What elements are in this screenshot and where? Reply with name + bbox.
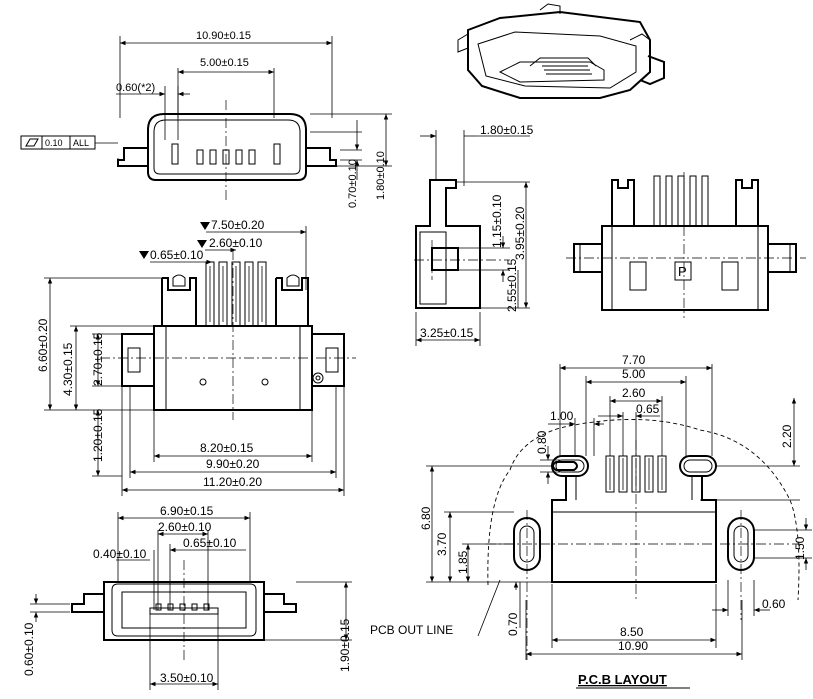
front-pins-span-dim: 7.50±0.20 [211,218,265,232]
side-total-dim: 3.95±0.20 [513,206,527,260]
pcb-dim-370: 3.70 [435,532,449,556]
flatness-ref: ALL [73,138,89,148]
isometric-view [457,3,665,99]
side-view: 1.80±0.15 1.15±0.10 3.95±0.20 2.55±0.15 … [414,123,534,346]
front-body-width-dim: 8.20±0.15 [200,441,254,455]
front-pin-width-dim: 0.65±0.10 [150,248,204,262]
pcb-dim-150: 1.50 [793,536,807,560]
bottom-height-dim: 1.90±0.15 [338,618,352,672]
pcb-dim-500: 5.00 [622,367,646,381]
top-width-dim: 10.90±0.15 [196,30,251,42]
pcb-dim-060: 0.60 [762,597,786,611]
pcb-dim-080: 0.80 [535,430,549,454]
top-height-dim: 1.80±0.10 [375,151,387,200]
bottom-pin-pitch-dim: 0.65±0.10 [183,536,237,550]
pcb-dim-065: 0.65 [636,402,660,416]
bottom-pitch-dim: 2.60±0.10 [158,520,212,534]
front-height-dim: 6.60±0.20 [36,318,50,372]
front-width-dim: 9.90±0.20 [206,457,260,471]
side-depth-dim: 3.25±0.15 [420,326,474,340]
pcb-dim-1090: 10.90 [618,639,648,653]
top-view: 10.90±0.15 5.00±0.15 0.60(*2) 0.10 ALL [20,30,392,208]
pcb-dim-070: 0.70 [506,612,520,636]
pcb-dim-100: 1.00 [550,409,574,423]
front-overall-width-dim: 11.20±0.20 [203,475,262,489]
pcb-dim-850: 8.50 [620,625,644,639]
front-tab-dim: 2.70±0.15 [91,332,105,386]
rear-marking: P [678,264,687,279]
bottom-view: 6.90±0.15 2.60±0.10 0.40±0.10 0.65±0.10 … [22,504,352,690]
pcb-layout-title: P.C.B LAYOUT [578,672,667,687]
front-pin-pitch-dim: 2.60±0.10 [209,236,263,250]
pcb-layout: 7.70 5.00 2.60 0.65 1.00 0.80 [370,353,812,689]
pcb-outline-label: PCB OUT LINE [370,623,453,637]
pcb-dim-220: 2.20 [780,424,794,448]
pcb-dim-770: 7.70 [622,353,646,367]
front-view: 7.50±0.20 2.60±0.10 0.65±0.10 [36,218,356,496]
top-thickness-dim: 0.70±0.10 [347,159,359,208]
side-top-dim: 1.80±0.15 [480,123,534,137]
top-pin-width-dim: 0.60(*2) [116,82,155,94]
front-base-dim: 1.20±0.15 [91,408,105,462]
pcb-dim-260: 2.60 [622,386,646,400]
side-lower-dim: 2.55±0.15 [505,258,519,312]
front-center-dim: 4.30±0.15 [61,342,75,396]
pcb-dim-680: 6.80 [419,506,433,530]
pcb-dim-185: 1.85 [456,550,470,574]
side-upper-dim: 1.15±0.10 [490,194,504,248]
rear-view: P [566,172,806,318]
flatness-value: 0.10 [45,138,63,148]
bottom-pin-width-dim: 0.40±0.10 [93,547,147,561]
top-pitch-span-dim: 5.00±0.15 [200,57,249,69]
bottom-thickness-dim: 0.60±0.10 [22,622,36,676]
bottom-slot-dim: 3.50±0.10 [160,671,214,685]
bottom-width-dim: 6.90±0.15 [160,504,214,518]
